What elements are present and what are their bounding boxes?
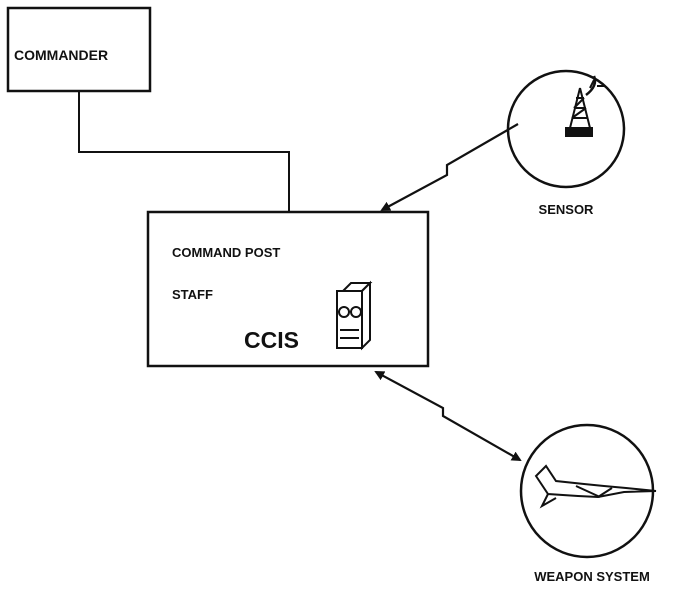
sensor-label: SENSOR [539, 202, 595, 217]
staff-label: STAFF [172, 287, 213, 302]
sensor-node: SENSOR [506, 69, 626, 217]
command-post-label: COMMAND POST [172, 245, 280, 260]
command-post-node: COMMAND POST STAFF CCIS [146, 210, 430, 368]
commander-node: COMMANDER [6, 6, 152, 93]
radar-tower-icon [565, 75, 604, 137]
weapon-system-node: WEAPON SYSTEM [519, 423, 657, 584]
sensor-command-post-link [380, 123, 519, 211]
commander-label: COMMANDER [14, 47, 108, 63]
command-post-weapon-system-link [374, 371, 522, 461]
ccis-label: CCIS [244, 327, 299, 353]
computer-terminal-icon [336, 280, 373, 351]
command-post-box [146, 210, 430, 368]
weapon-system-label: WEAPON SYSTEM [534, 569, 650, 584]
commander-command-post-link [78, 91, 290, 212]
fighter-jet-icon [534, 464, 657, 509]
